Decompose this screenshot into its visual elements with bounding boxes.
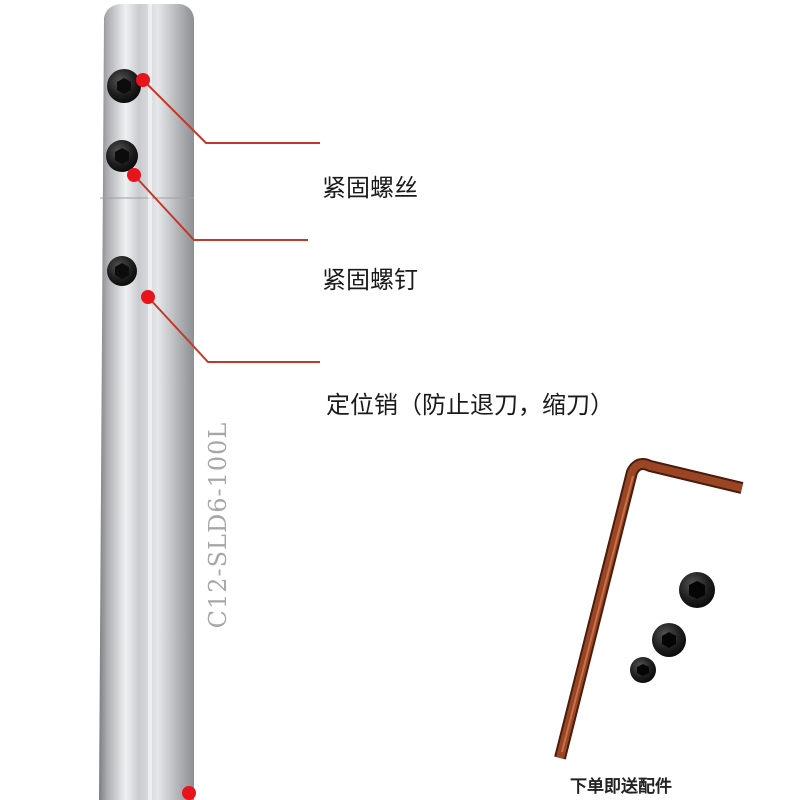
callout-line-1 [142,79,320,144]
engraved-model-number: C12-SLD6-100L [204,421,232,629]
callout-dot-1 [136,73,150,87]
shaft-screw-3 [107,256,137,286]
callout-label-2: 紧固螺钉 [322,266,418,294]
callout-line-2 [133,174,308,241]
callout-label-3: 定位销（防止退刀，缩刀） [326,391,614,419]
callout-label-1: 紧固螺丝 [322,174,418,202]
callout-lines [133,79,320,363]
callout-dot-4 [182,786,196,800]
accessories-caption: 下单即送配件 [570,777,672,797]
callout-line-3 [147,296,320,363]
boring-bar-body [99,4,194,800]
loose-screw-2 [652,623,686,657]
shaft-screw-2 [106,140,138,172]
boring-bar [99,4,194,800]
loose-screw-3 [630,657,656,683]
shaft-screw-1 [107,69,141,103]
callout-dot-2 [127,168,141,182]
hex-key-icon [554,458,744,760]
callout-dot-3 [141,290,155,304]
set-screw-icon [630,572,715,683]
loose-screw-1 [679,572,715,608]
